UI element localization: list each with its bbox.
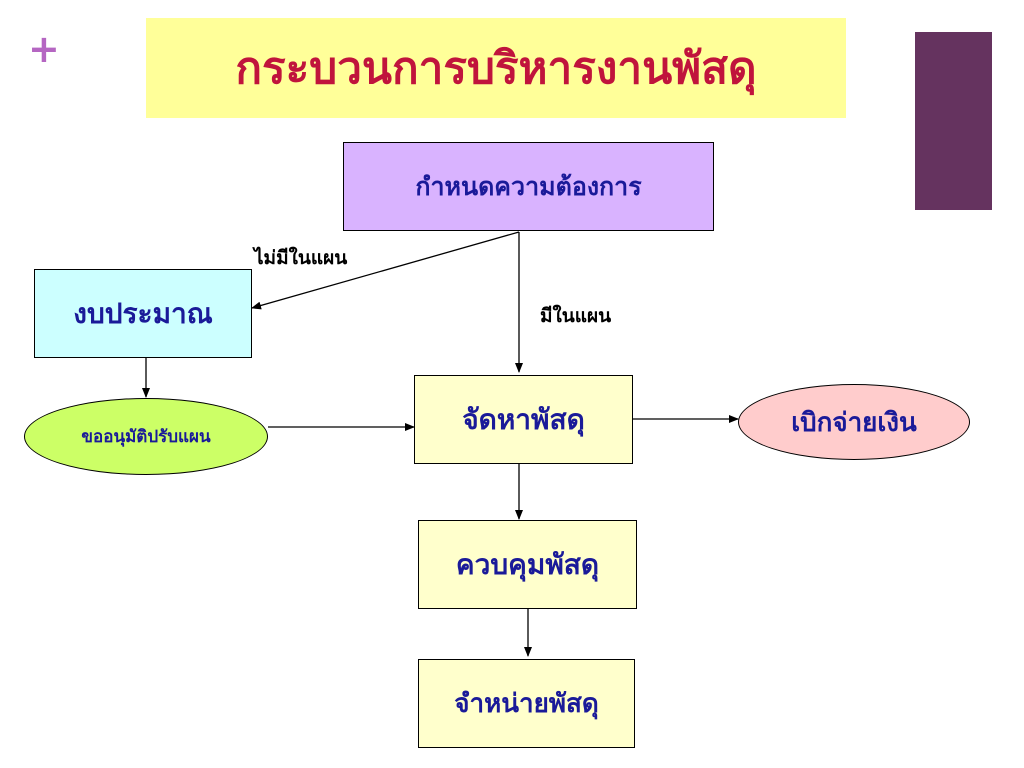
dispose-label: จำหน่ายพัสดุ — [454, 689, 599, 719]
accent-bar — [915, 32, 992, 210]
control-label: ควบคุมพัสดุ — [455, 547, 600, 581]
dispose-box: จำหน่ายพัสดุ — [418, 659, 635, 748]
define-needs-label: กำหนดความต้องการ — [415, 171, 642, 201]
plus-icon: + — [28, 27, 60, 71]
disburse-ellipse: เบิกจ่ายเงิน — [738, 384, 970, 460]
request-approval-label: ขออนุมัติปรับแผน — [81, 427, 211, 447]
control-box: ควบคุมพัสดุ — [418, 520, 637, 609]
budget-box: งบประมาณ — [34, 269, 252, 358]
in-plan-label: มีในแผน — [540, 305, 612, 327]
procure-label: จัดหาพัสดุ — [462, 402, 585, 436]
page-title: กระบวนการบริหารงานพัสดุ — [235, 43, 757, 94]
title-banner: กระบวนการบริหารงานพัสดุ — [146, 18, 846, 118]
arrow-needs-to-budget — [251, 231, 520, 310]
define-needs-box: กำหนดความต้องการ — [343, 142, 714, 231]
procure-box: จัดหาพัสดุ — [414, 375, 633, 464]
request-approval-ellipse: ขออนุมัติปรับแผน — [24, 398, 268, 475]
disburse-label: เบิกจ่ายเงิน — [791, 407, 917, 438]
budget-label: งบประมาณ — [73, 296, 213, 330]
not-in-plan-label: ไม่มีในแผน — [254, 247, 348, 269]
